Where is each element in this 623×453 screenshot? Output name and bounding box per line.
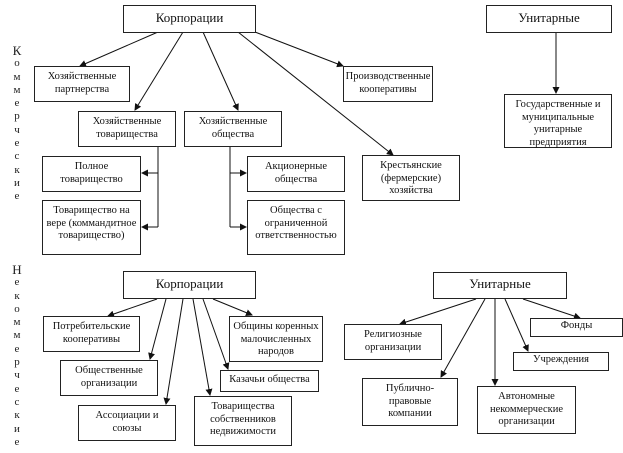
vertical-label-letter: и xyxy=(14,176,20,189)
vertical-label-letter: к xyxy=(14,163,20,176)
arrow-nc-corp-to-tsn xyxy=(192,298,213,396)
vertical-label-letter: ч xyxy=(14,123,20,136)
vertical-label-letter: е xyxy=(14,137,20,150)
arrow-corp-to-hoz-tov xyxy=(134,31,184,111)
consumer-cooperatives-node: Потребительские кооперативы xyxy=(43,316,140,352)
vertical-label-letter: Н xyxy=(12,262,22,277)
vertical-label-letter: м xyxy=(13,316,21,329)
commercial-unitary-node: Унитарные xyxy=(486,5,612,33)
vertical-label-letter: е xyxy=(14,190,20,203)
vertical-label-letter: е xyxy=(14,342,20,355)
llc-node: Общества с ограниченной ответственностью xyxy=(247,200,345,255)
vertical-label-letter: р xyxy=(14,110,20,123)
autonomous-noncommercial-node: Автономные некоммерческие организации xyxy=(477,386,576,434)
vertical-label-letter: с xyxy=(14,150,20,163)
public-law-companies-node: Публично-правовые компании xyxy=(362,378,458,426)
economic-partnerships-hoz-tov-node: Хозяйственные товарищества xyxy=(78,111,176,147)
arrow-nc-corp-to-public-org xyxy=(148,298,167,360)
arrow-nc-unit-to-religious xyxy=(399,298,477,326)
vertical-label-letter: к xyxy=(14,289,20,302)
vertical-label-letter: е xyxy=(14,435,20,448)
vertical-label-letter: р xyxy=(14,356,20,369)
vertical-label-letter: е xyxy=(14,276,20,289)
vertical-label-letter: и xyxy=(14,422,20,435)
vertical-label-letter: о xyxy=(14,302,20,315)
full-partnership-node: Полное товарищество xyxy=(42,156,141,192)
vertical-label-letter: с xyxy=(14,395,20,408)
indigenous-communities-node: Общины коренных малочисленных народов xyxy=(229,316,323,362)
vertical-label-letter: е xyxy=(14,97,20,110)
arrow-nc-unit-to-institutions xyxy=(504,298,529,352)
arrow-nc-unit-to-funds xyxy=(522,298,581,320)
arrow-corp-to-farm xyxy=(237,31,394,156)
arrow-nc-corp-to-consumer-coop xyxy=(107,298,158,318)
limited-partnership-node: Товарищество на вере (коммандитное товар… xyxy=(42,200,141,255)
religious-organizations-node: Религиозные организации xyxy=(344,324,442,360)
vertical-label-letter: о xyxy=(14,57,20,70)
public-organizations-node: Общественные организации xyxy=(60,360,158,396)
cossack-societies-node: Казачьи общества xyxy=(220,370,319,392)
arrow-corp-to-prod-coop xyxy=(254,31,344,68)
funds-node: Фонды xyxy=(530,318,623,337)
vertical-label-letter: м xyxy=(13,329,21,342)
noncommercial-corporations-node: Корпорации xyxy=(123,271,256,299)
vertical-label-letter: м xyxy=(13,83,21,96)
noncommercial-unitary-node: Унитарные xyxy=(433,272,567,299)
vertical-label-letter: ч xyxy=(14,369,20,382)
economic-companies-node: Хозяйственные общества xyxy=(184,111,282,147)
arrow-nc-unit-to-ppk xyxy=(440,298,486,378)
joint-stock-companies-node: Акционерные общества xyxy=(247,156,345,192)
peasant-farms-node: Крестьянские (фермерские) хозяйства xyxy=(362,155,460,201)
vertical-label-letter: м xyxy=(13,70,21,83)
property-owners-partnerships-node: Товарищества собственников недвижимости xyxy=(194,396,292,446)
vertical-label-letter: е xyxy=(14,382,20,395)
production-cooperatives-node: Производственные кооперативы xyxy=(343,66,433,102)
commercial-corporations-node: Корпорации xyxy=(123,5,256,33)
arrow-nc-corp-to-cossack xyxy=(202,298,230,370)
economic-partnerships-node: Хозяйственные партнерства xyxy=(34,66,130,102)
associations-unions-node: Ассоциации и союзы xyxy=(78,405,176,441)
vertical-label-letter: к xyxy=(14,409,20,422)
arrow-nc-corp-to-assoc xyxy=(163,298,184,405)
institutions-node: Учреждения xyxy=(513,352,609,371)
state-municipal-unitary-node: Государственные и муниципальные унитарны… xyxy=(504,94,612,148)
arrow-corp-to-hoz-obsh xyxy=(202,31,239,111)
arrow-corp-to-partnerships xyxy=(79,31,159,67)
vertical-label-letter: К xyxy=(12,43,22,58)
arrow-nc-corp-to-indigenous xyxy=(212,298,253,316)
